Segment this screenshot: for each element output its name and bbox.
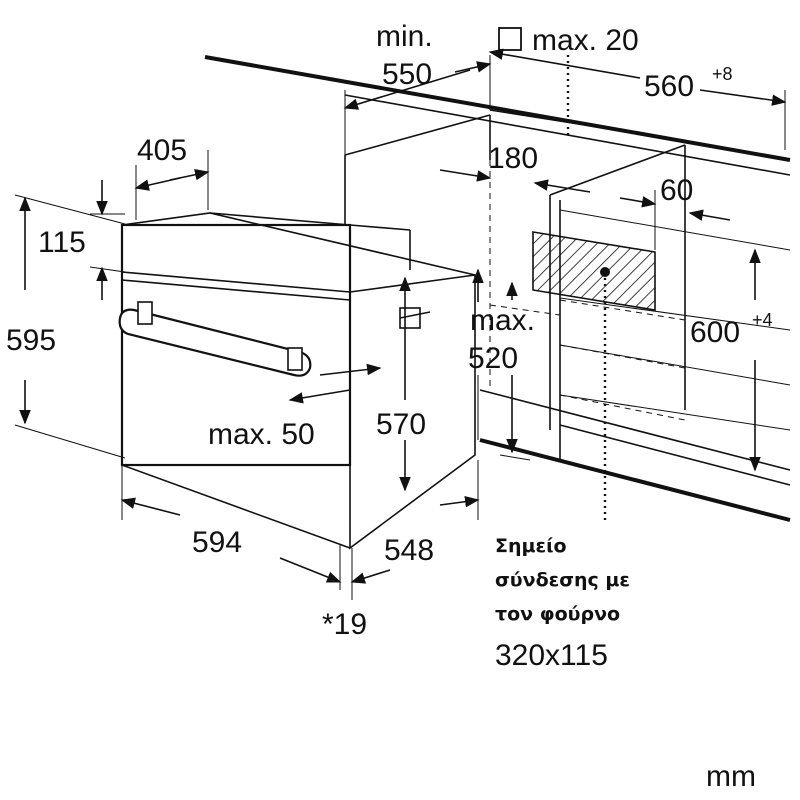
label-560-tolerance: +8 <box>712 64 733 84</box>
label-max-50: max. 50 <box>208 418 315 451</box>
label-60: 60 <box>660 174 693 207</box>
dimension-labels: min. 550 max. 20 560 +8 405 180 60 115 5… <box>6 20 773 641</box>
label-min: min. <box>376 20 433 53</box>
socket-square-icon <box>498 27 522 51</box>
cabinet-niche <box>204 27 791 522</box>
label-max: max. <box>470 304 535 337</box>
oven-handle <box>118 308 312 377</box>
connection-note: Σημείο σύνδεσης με τον φούρνο 320x115 <box>495 535 630 672</box>
socket-point <box>600 267 610 277</box>
label-570: 570 <box>376 408 426 441</box>
note-line-3: τον φούρνο <box>495 603 620 625</box>
label-594: 594 <box>192 526 242 559</box>
label-550: 550 <box>382 58 432 91</box>
oven <box>118 212 476 550</box>
dimension-lines <box>14 48 787 600</box>
label-600-tolerance: +4 <box>752 310 773 330</box>
label-115: 115 <box>38 226 86 259</box>
note-line-1: Σημείο <box>495 535 567 557</box>
label-520: 520 <box>468 342 518 375</box>
label-180: 180 <box>488 142 538 175</box>
label-405: 405 <box>137 134 187 167</box>
label-548: 548 <box>384 534 434 567</box>
label-max-20: max. 20 <box>532 24 639 57</box>
unit-label: mm <box>706 760 756 793</box>
socket-area <box>532 231 656 311</box>
label-560: 560 <box>644 70 694 103</box>
note-line-4: 320x115 <box>495 639 608 672</box>
label-600: 600 <box>690 316 740 349</box>
note-line-2: σύνδεσης με <box>495 569 630 591</box>
label-595: 595 <box>6 324 56 357</box>
label-19: *19 <box>322 608 367 641</box>
